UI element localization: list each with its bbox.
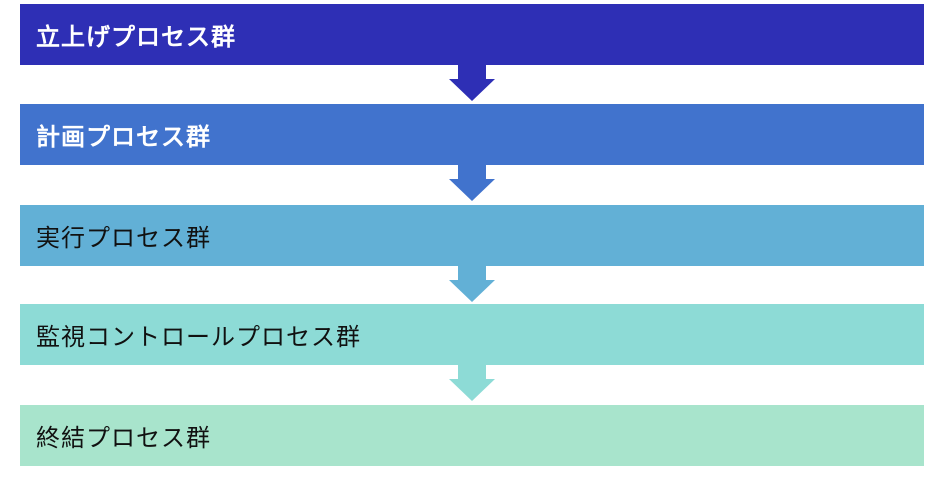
stage-executing: 実行プロセス群 bbox=[20, 205, 924, 266]
stage-label: 終結プロセス群 bbox=[36, 424, 211, 452]
stage-planning: 計画プロセス群 bbox=[20, 104, 924, 165]
down-arrow-icon bbox=[449, 266, 495, 302]
stage-label: 実行プロセス群 bbox=[36, 224, 211, 252]
stage-label: 監視コントロールプロセス群 bbox=[36, 323, 361, 351]
down-arrow-icon bbox=[449, 65, 495, 101]
stage-closing: 終結プロセス群 bbox=[20, 405, 924, 466]
down-arrow-icon bbox=[449, 365, 495, 401]
down-arrow-icon bbox=[449, 165, 495, 201]
stage-label: 立上げプロセス群 bbox=[36, 23, 236, 51]
stage-monitoring-controlling: 監視コントロールプロセス群 bbox=[20, 304, 924, 365]
stage-label: 計画プロセス群 bbox=[36, 123, 211, 151]
stage-initiating: 立上げプロセス群 bbox=[20, 4, 924, 65]
